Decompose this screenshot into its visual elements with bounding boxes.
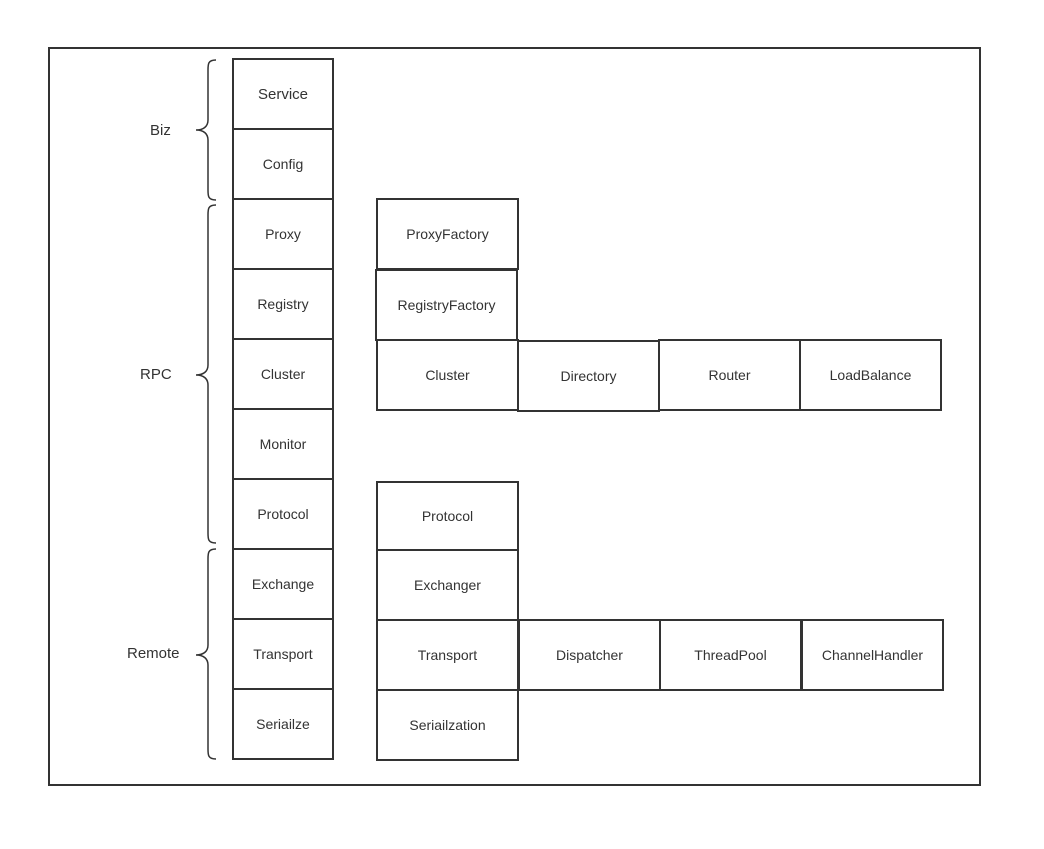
cluster-box: Cluster — [376, 339, 519, 411]
biz-brace — [195, 59, 217, 201]
transport-box: Transport — [376, 619, 519, 691]
diagram-frame — [48, 47, 981, 786]
group-label-biz: Biz — [150, 122, 171, 139]
layer-service: Service — [232, 58, 334, 130]
layer-config: Config — [232, 128, 334, 200]
layer-exchange: Exchange — [232, 548, 334, 620]
group-label-rpc: RPC — [140, 366, 172, 383]
channel-handler-box: ChannelHandler — [801, 619, 944, 691]
proxy-factory-box: ProxyFactory — [376, 198, 519, 270]
layer-monitor: Monitor — [232, 408, 334, 480]
layer-transport: Transport — [232, 618, 334, 690]
layer-cluster: Cluster — [232, 338, 334, 410]
protocol-box: Protocol — [376, 481, 519, 551]
group-label-remote: Remote — [127, 645, 180, 662]
load-balance-box: LoadBalance — [799, 339, 942, 411]
registry-factory-box: RegistryFactory — [375, 269, 518, 341]
directory-box: Directory — [517, 340, 660, 412]
layer-registry: Registry — [232, 268, 334, 340]
dispatcher-box: Dispatcher — [518, 619, 661, 691]
thread-pool-box: ThreadPool — [659, 619, 802, 691]
serialization-box: Seriailzation — [376, 689, 519, 761]
layer-proxy: Proxy — [232, 198, 334, 270]
layer-protocol: Protocol — [232, 478, 334, 550]
rpc-brace — [195, 204, 217, 544]
remote-brace — [195, 548, 217, 760]
exchanger-box: Exchanger — [376, 549, 519, 621]
router-box: Router — [658, 339, 801, 411]
layer-serialize: Seriailze — [232, 688, 334, 760]
